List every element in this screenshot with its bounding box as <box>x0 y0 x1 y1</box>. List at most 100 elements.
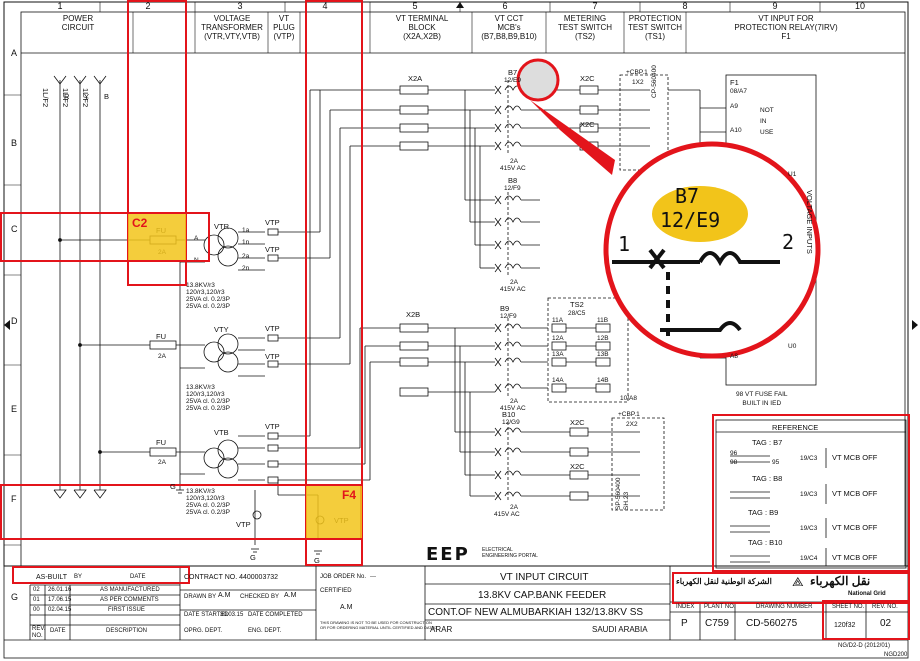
relay-note: NOT <box>760 107 774 114</box>
index-value: P <box>681 618 688 629</box>
transformer-rating-vty: 13.8KV/r3 120/r3,120/r3 25VA cl. 0.2/3P … <box>186 384 230 412</box>
revision-no: 00 <box>33 607 40 613</box>
company-arabic: الشركة الوطنية لنقل الكهرباء <box>676 577 772 586</box>
sheet-head: SHEET NO. <box>832 604 865 610</box>
eep-subtitle: ELECTRICAL ENGINEERING PORTAL <box>482 547 538 559</box>
winding-label: 1n <box>242 239 250 246</box>
rev-no-value: 02 <box>880 618 892 629</box>
callout-row-c <box>0 212 210 262</box>
row-letter: D <box>11 316 18 326</box>
callout-column-2 <box>127 0 187 286</box>
reference-pin: 96 <box>730 450 738 457</box>
mcb-name-b7: B7 <box>508 68 518 77</box>
job-order-label: JOB ORDER No. <box>320 574 367 580</box>
reference-tag: TAG : B7 <box>752 438 783 447</box>
column-number: 8 <box>682 1 688 11</box>
column-number: 1 <box>57 1 63 11</box>
description-head: DESCRIPTION <box>106 628 148 634</box>
cbp-ref: 1X2 <box>632 79 644 86</box>
relay-fail-label: 98 VT FUSE FAIL BUILT IN IED <box>736 391 788 407</box>
mcb-name-b10: B10 <box>502 410 516 419</box>
as-built-date: DATE <box>130 574 146 580</box>
highlight-c2 <box>128 214 186 260</box>
x2c-label: X2C <box>570 462 585 471</box>
checked-by-label: CHECKED BY <box>240 594 280 600</box>
drawing-title: VT INPUT CIRCUIT <box>500 572 589 583</box>
city: ARAR <box>430 625 453 634</box>
revision-desc: FIRST ISSUE <box>108 607 145 613</box>
contract-no: CONTRACT NO. 4400003732 <box>184 574 279 581</box>
row-letter: E <box>11 404 18 414</box>
column-number: 3 <box>237 1 243 11</box>
header-relay-input: VT INPUT FOR PROTECTION RELAY(7IRV) F1 <box>734 14 838 41</box>
terminal-block-x2a: X2A <box>408 74 423 83</box>
feeder-title: 13.8KV CAP.BANK FEEDER <box>478 590 607 601</box>
transformer-name-vtb: VTB <box>214 428 229 437</box>
relay-ref: 08/A7 <box>730 88 747 95</box>
eng-dept: ENG. DEPT. <box>248 628 282 634</box>
ground-label: G <box>314 556 320 565</box>
drawing-number-value: CD-560275 <box>746 618 798 629</box>
fuse-rating: 2A <box>158 353 166 360</box>
callout-reference <box>712 414 910 572</box>
grid-logo-icon: ⟁ <box>792 574 804 589</box>
header-metering-switch: METERING TEST SWITCH (TS2) <box>557 14 613 41</box>
reference-text: VT MCB OFF <box>832 453 878 462</box>
relay-term: U0 <box>788 343 797 350</box>
transformer-name-vtr: VTR <box>214 222 229 231</box>
reference-ref: 19/C3 <box>800 455 818 462</box>
header-terminal-block: VT TERMINAL BLOCK (X2A,X2B) <box>395 14 449 41</box>
index-head: INDEX <box>676 604 695 610</box>
revision-no: 02 <box>33 587 40 593</box>
mcb-name-b9: B9 <box>500 304 510 313</box>
magnified-terminal-1: 1 <box>618 232 631 256</box>
callout-sheet <box>822 600 910 640</box>
ts2-term: 12B <box>597 335 609 342</box>
header-protection-switch: PROTECTION TEST SWITCH (TS1) <box>627 14 683 41</box>
fuse-rating: 2A <box>158 459 166 466</box>
form-number: NG/D2-D (2012/01) <box>838 643 891 649</box>
reference-pin: 95 <box>772 459 780 466</box>
winding-label: 2n <box>242 265 250 272</box>
header-voltage-transformer: VOLTAGE TRANSFORMER (VTR,VTY,VTB) <box>201 14 263 41</box>
magnified-mcb-ref: 12/E9 <box>660 208 721 232</box>
reference-title: REFERENCE <box>772 423 819 432</box>
callout-label-f4: F4 <box>342 488 357 502</box>
revision-desc: AS MANUFACTURED <box>100 587 160 593</box>
ground-label: G <box>250 553 256 562</box>
date-head: DATE <box>50 628 66 634</box>
row-letter: G <box>11 592 19 602</box>
date-started-label: DATE STARTED <box>184 612 229 618</box>
x2c-label: X2C <box>580 120 595 129</box>
mcb-name-b8: B8 <box>508 176 518 185</box>
reference-tag: TAG : B8 <box>752 474 783 483</box>
phase-b: B <box>104 92 110 101</box>
callout-label-c2: C2 <box>132 216 148 230</box>
header-mcb: VT CCT MCB's (B7,B8,B9,B10) <box>481 14 537 41</box>
relay-term: A9 <box>730 103 738 110</box>
relay-name: F1 <box>730 78 739 87</box>
ts2-term: 12A <box>552 335 564 342</box>
form-code: NGD200 <box>884 652 908 658</box>
certified-value: A.M <box>340 604 353 611</box>
relay-term: A8 <box>730 353 738 360</box>
mcb-voltage-b10: 415V AC <box>494 511 520 518</box>
as-built-label: AS-BUILT <box>36 574 67 581</box>
cable-tag: CP-560400 <box>651 65 658 98</box>
cbp-label: +CBP.1 <box>618 411 640 418</box>
fuse-label: FU <box>156 332 166 341</box>
ts2-ref: 28/C5 <box>568 310 586 317</box>
reference-text: VT MCB OFF <box>832 523 878 532</box>
ts2-term: 14A <box>552 377 564 384</box>
phase-tag-r: 1L/F2 <box>41 88 50 108</box>
job-order-value: --- <box>370 574 376 580</box>
column-number: 5 <box>412 1 418 11</box>
mcb-rating-b7: 2A <box>510 158 518 165</box>
plant-head: PLANT NO. <box>704 604 736 610</box>
winding-label: A <box>194 235 199 242</box>
reference-text: VT MCB OFF <box>832 553 878 562</box>
drawn-by-label: DRAWN BY <box>184 594 217 600</box>
column-number: 9 <box>772 1 778 11</box>
ts2-term: 14B <box>597 377 609 384</box>
